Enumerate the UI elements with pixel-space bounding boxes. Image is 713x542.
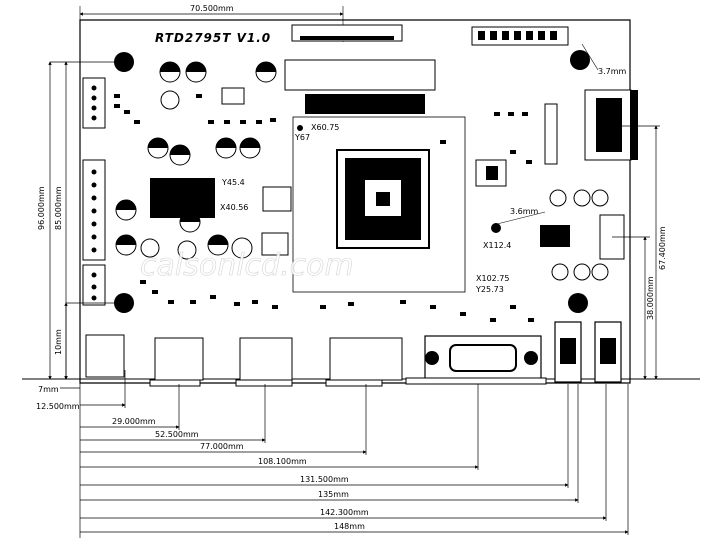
dim-67: 67.400mm — [658, 226, 667, 270]
capacitors-left — [115, 61, 277, 260]
bottom-connector-2 — [239, 337, 293, 381]
coord-x40: X40.56 — [220, 203, 248, 212]
dim-10: 10mm — [54, 329, 63, 355]
coord-x60: X60.75 — [311, 123, 339, 132]
vertical-dimensions-left — [48, 61, 118, 380]
horizontal-dimensions — [60, 370, 629, 538]
watermark: calsonlcd.com — [140, 248, 354, 283]
dim-142-3: 142.300mm — [320, 508, 369, 517]
mount-hole-bottom-left — [114, 293, 134, 313]
main-chip-outline — [292, 116, 466, 293]
dim-108: 108.100mm — [258, 457, 307, 466]
coord-x112: X112.4 — [483, 241, 511, 250]
dim-131-5: 131.500mm — [300, 475, 349, 484]
crystal — [475, 159, 507, 187]
coord-x102: X102.75 — [476, 274, 509, 283]
left-connector-top — [82, 77, 106, 129]
bottom-connector-3 — [329, 337, 403, 381]
audio-jack-1 — [554, 321, 582, 383]
usb-port — [85, 334, 125, 378]
power-ic-large — [150, 178, 215, 218]
vertical-dimensions-right — [612, 125, 660, 380]
board-outline — [79, 19, 631, 384]
dim-96: 96.000mm — [37, 186, 46, 230]
coord-y67: Y67 — [294, 133, 310, 142]
smd-components — [114, 94, 534, 322]
coord-3-7mm: 3.7mm — [598, 67, 627, 76]
top-dim-label: 70.500mm — [190, 4, 234, 13]
dim-77: 77.000mm — [200, 442, 244, 451]
bottom-connector-1 — [154, 337, 204, 381]
dim-135: 135mm — [318, 490, 349, 499]
coord-3-6mm: 3.6mm — [510, 207, 539, 216]
coord-y25: Y25.73 — [475, 285, 504, 294]
mount-hole-bottom-right — [568, 293, 588, 313]
dim-85: 85.000mm — [54, 186, 63, 230]
coord-y45: Y45.4 — [221, 178, 245, 187]
dim-12-5: 12.500mm — [36, 402, 80, 411]
dim-38: 38.000mm — [646, 276, 655, 320]
board-title: RTD2795T V1.0 — [155, 31, 271, 45]
dim-52-5: 52.500mm — [155, 430, 199, 439]
dim-29: 29.000mm — [112, 417, 156, 426]
dim-7: 7mm — [38, 385, 59, 394]
dim-148: 148mm — [334, 522, 365, 531]
right-header — [544, 103, 558, 165]
right-edge-port — [630, 90, 638, 160]
lvds-header — [284, 59, 436, 91]
mount-hole-top-right — [570, 50, 590, 70]
mount-hole-top-left — [114, 52, 134, 72]
power-ic-small — [221, 87, 245, 105]
